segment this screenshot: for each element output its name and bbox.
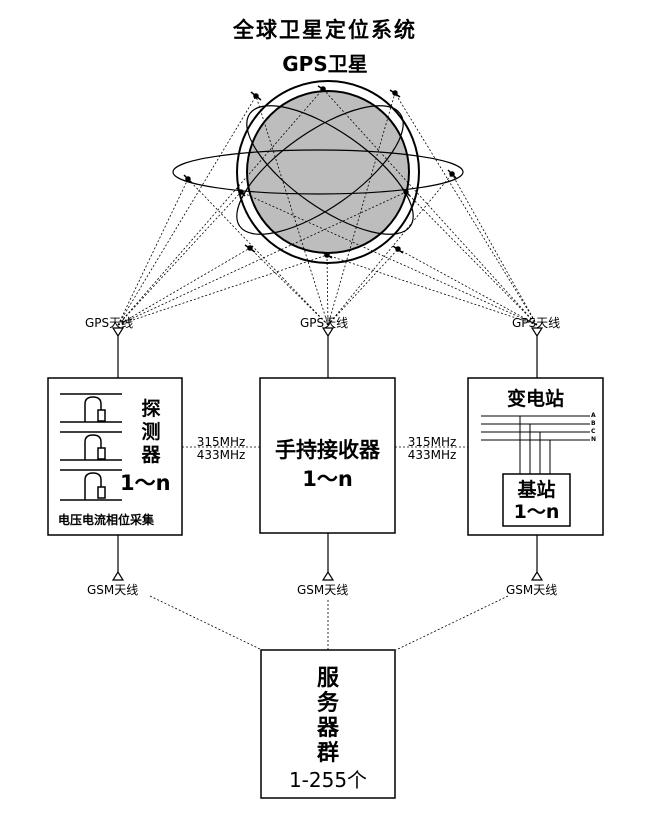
satellite-icon	[392, 245, 404, 254]
server-label: 服 务 器 群	[261, 666, 395, 766]
gps-satellite-label: GPS卫星	[282, 52, 368, 76]
orbit-equatorial	[172, 149, 464, 195]
diagram-title: 全球卫星定位系统	[233, 18, 417, 42]
frequency-label: 433MHz	[407, 448, 457, 462]
probe-clamp-icons	[60, 393, 122, 501]
detector-label-char: 器	[141, 444, 161, 466]
orbit-tilted-left	[236, 105, 404, 235]
base-station-count: 1～n	[513, 501, 560, 523]
substation-bus	[481, 415, 590, 474]
server-label-char: 务	[316, 691, 339, 716]
orbit-tilted-right	[246, 105, 414, 235]
frequency-label: 433MHz	[196, 448, 246, 462]
detector-box	[47, 377, 183, 536]
gsm-antenna-label-right: GSM天线	[506, 583, 558, 597]
bus-label-b: B	[591, 420, 596, 427]
gsm-antenna-label-center: GSM天线	[297, 583, 349, 597]
gps-antenna-label-right: GPS天线	[512, 316, 561, 330]
receiver-title: 手持接收器	[275, 438, 380, 462]
frequency-label: 315MHz	[407, 435, 457, 449]
probe-icon	[60, 393, 122, 423]
detector-caption: 电压电流相位采集	[58, 513, 155, 527]
link-frequency-left: 315MHz 433MHz	[186, 436, 256, 462]
bus-label-a: A	[591, 412, 596, 419]
base-station-label: 基站	[517, 479, 556, 501]
bus-label-c: C	[591, 428, 596, 435]
receiver-box	[259, 377, 396, 534]
receiver-count: 1～n	[302, 467, 353, 491]
gps-antenna-label-left: GPS天线	[85, 316, 134, 330]
earth-group	[172, 80, 464, 264]
server-label-char: 服	[316, 666, 339, 691]
gps-signal-lines	[117, 88, 538, 326]
gps-antenna-label-center: GPS天线	[300, 316, 349, 330]
gps-antenna-symbols	[111, 327, 544, 378]
gsm-antenna-label-left: GSM天线	[87, 583, 139, 597]
link-frequency-right: 315MHz 433MHz	[398, 436, 466, 462]
probe-icon	[60, 431, 122, 461]
detector-label-char: 探	[141, 398, 161, 420]
base-station-box	[502, 473, 571, 527]
detector-count: 1～n	[120, 471, 171, 495]
gsm-links	[149, 595, 509, 651]
server-count: 1-255个	[288, 768, 368, 792]
earth-globe	[246, 90, 410, 254]
bus-label-n: N	[591, 436, 597, 443]
server-label-char: 器	[316, 716, 339, 741]
gsm-antenna-symbols	[111, 533, 544, 581]
server-box	[260, 649, 396, 799]
detector-label-char: 测	[141, 421, 161, 443]
frequency-label: 315MHz	[196, 435, 246, 449]
satellite-icon	[250, 91, 262, 101]
server-label-char: 群	[316, 741, 339, 766]
probe-icon	[60, 469, 122, 501]
detector-label: 探 测 器	[137, 398, 165, 467]
substation-title: 变电站	[506, 388, 564, 410]
